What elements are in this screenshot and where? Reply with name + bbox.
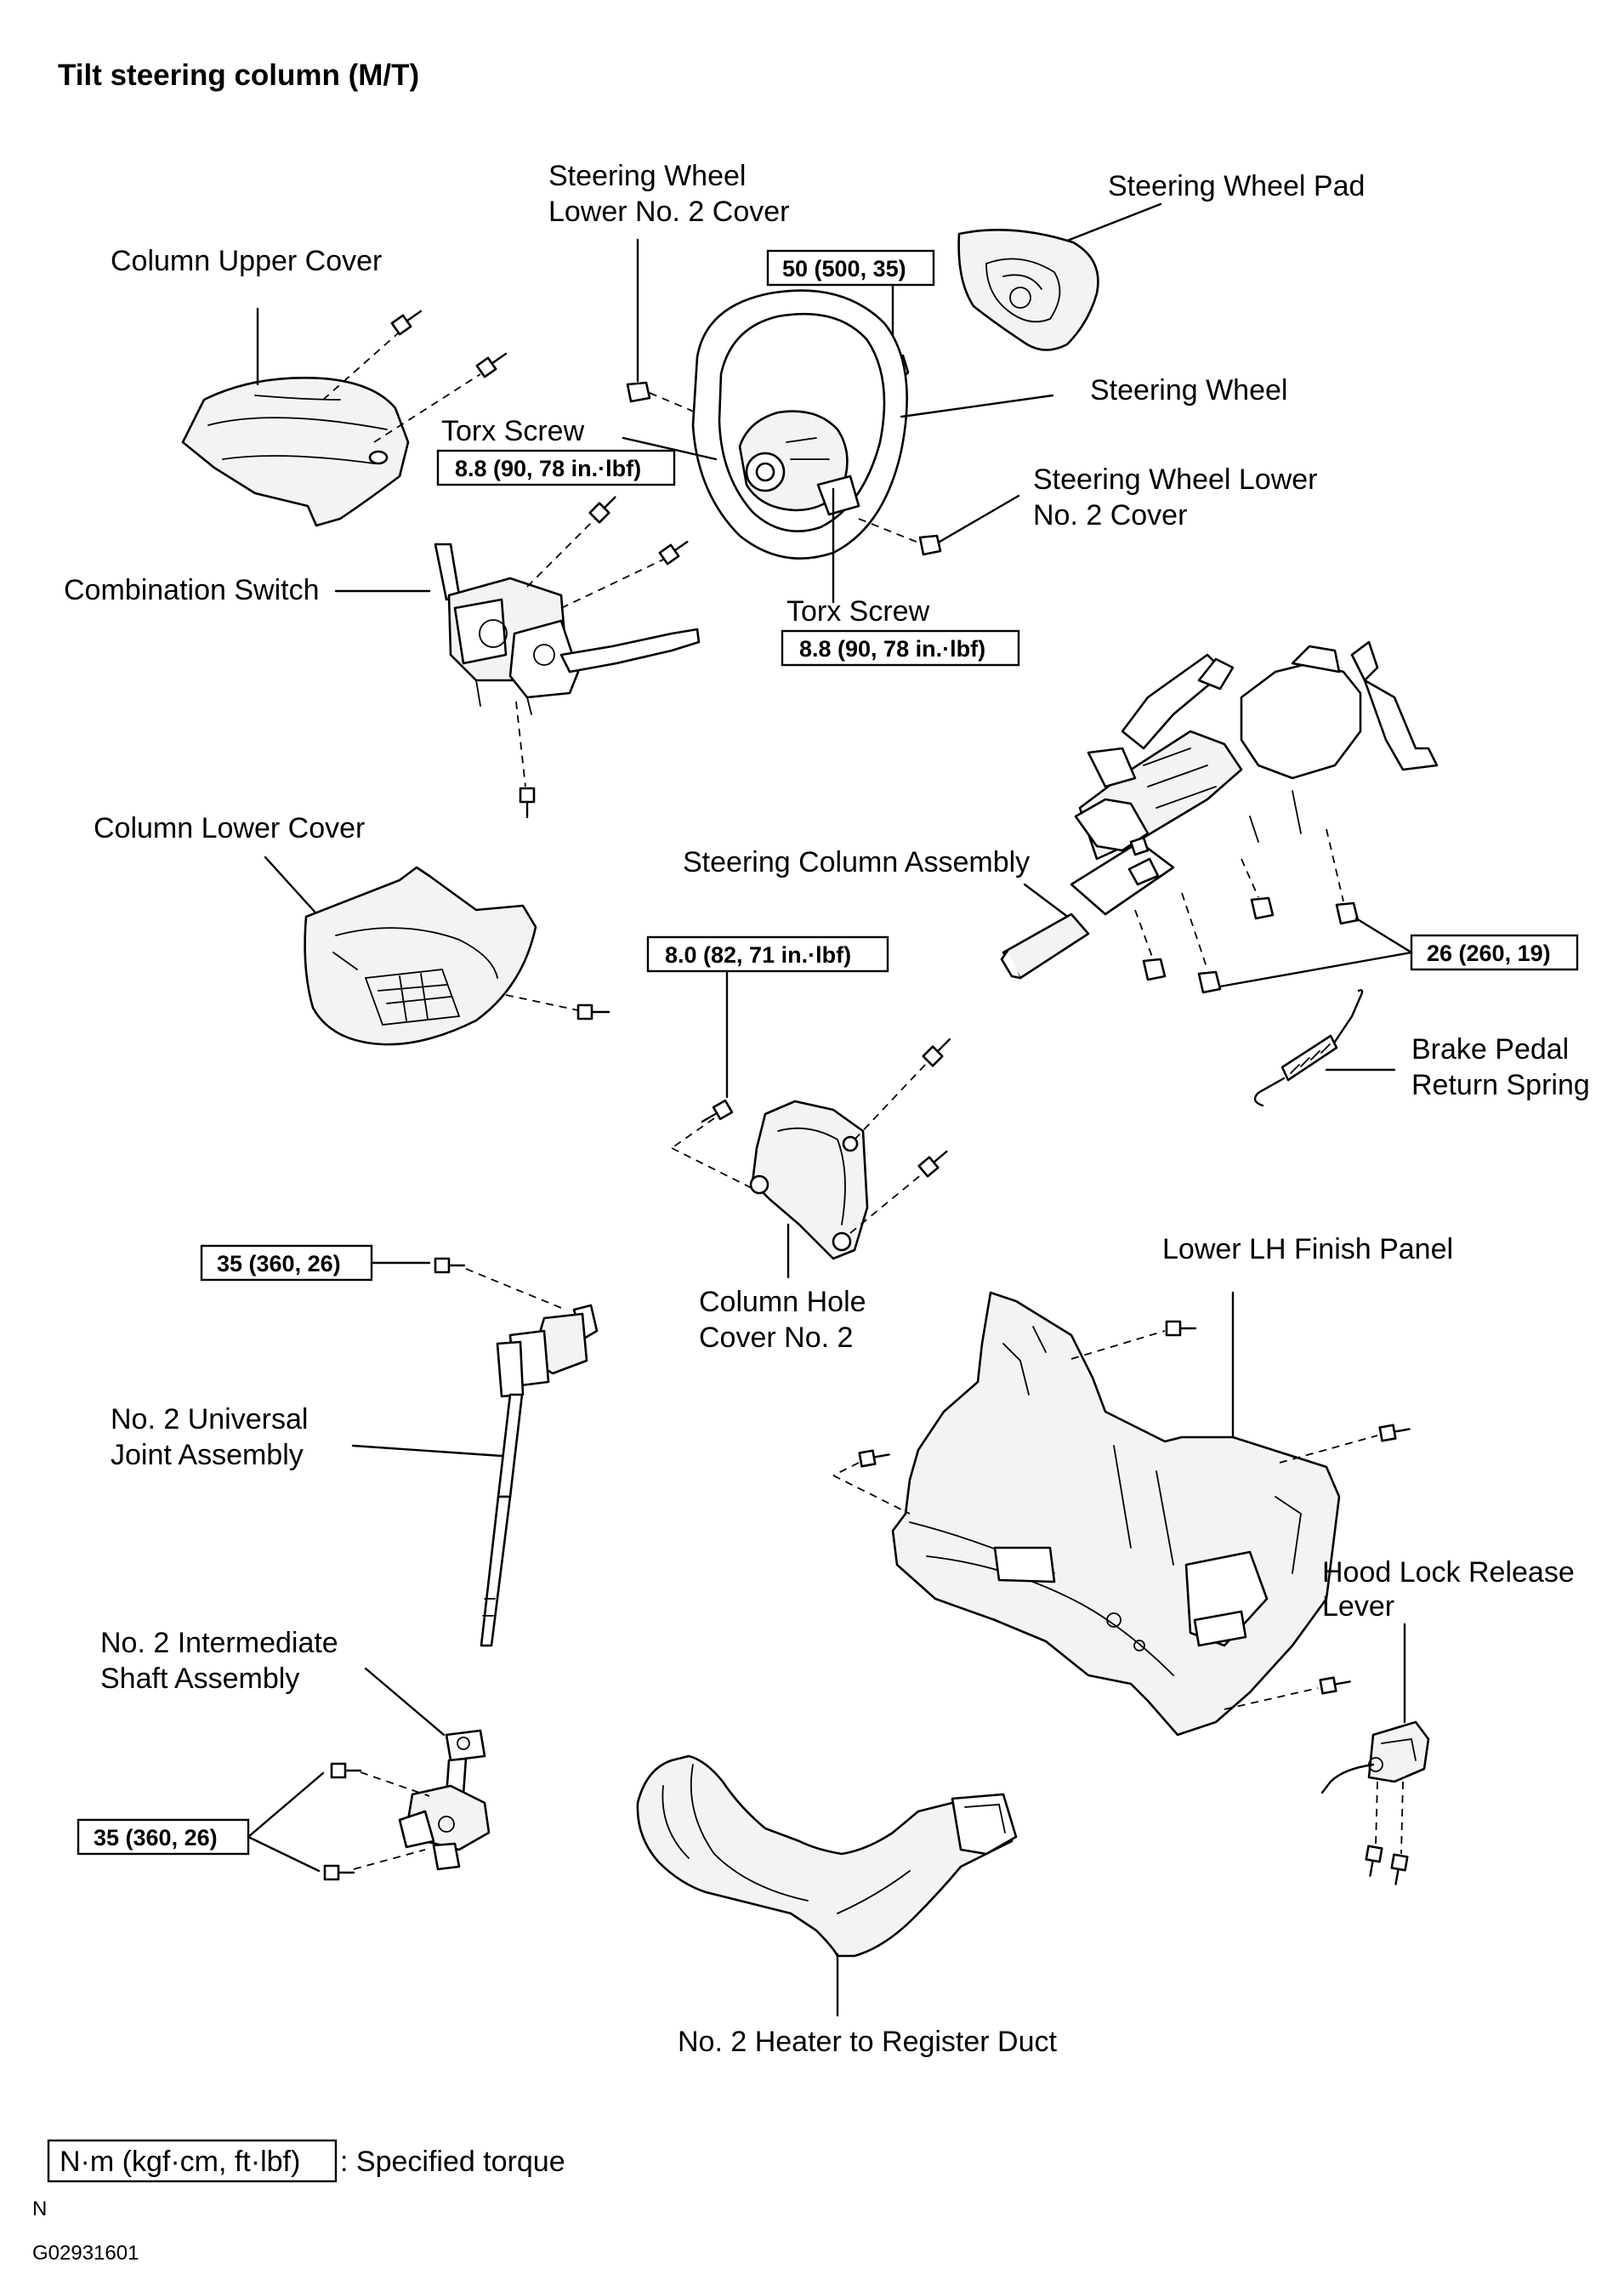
torx-screw-lower-spec: 8.8 (90, 78 in.·lbf) bbox=[799, 636, 985, 662]
column-hole-cover-screws bbox=[849, 1038, 951, 1234]
intermediate-shaft-spec: 35 (360, 26) bbox=[94, 1825, 218, 1850]
steering-wheel-nut-spec-box bbox=[766, 249, 935, 287]
upper-cover-screws bbox=[322, 310, 508, 443]
combination-switch-screws bbox=[515, 496, 689, 819]
column-hole-cover-no2-part bbox=[749, 1100, 869, 1260]
legend-description: : Specified torque bbox=[340, 2146, 565, 2178]
lower-no2-cover-right-leader bbox=[934, 494, 1020, 546]
column-nuts-leader-b bbox=[1218, 951, 1413, 988]
steering-column-assembly-label: Steering Column Assembly bbox=[683, 846, 1030, 878]
steering-wheel-lower-no2-cover-right-line1: Steering Wheel Lower bbox=[1033, 463, 1318, 496]
steering-wheel-pad-label: Steering Wheel Pad bbox=[1108, 170, 1365, 202]
intermediate-shaft-spec-leader-a bbox=[247, 1771, 325, 1839]
universal-joint-spec: 35 (360, 26) bbox=[217, 1251, 341, 1276]
steering-wheel-lower-no2-cover-label-line2: Lower No. 2 Cover bbox=[548, 196, 789, 228]
column-hole-cover-bolt bbox=[671, 1099, 758, 1191]
steering-wheel-leader bbox=[900, 394, 1054, 418]
intermediate-shaft-label-line2: Shaft Assembly bbox=[100, 1663, 299, 1695]
heater-duct-label: No. 2 Heater to Register Duct bbox=[678, 2026, 1058, 2058]
column-assembly-nuts-spec: 26 (260, 19) bbox=[1427, 941, 1551, 966]
column-lower-cover-part bbox=[304, 866, 537, 1046]
column-hole-cover-label-line1: Column Hole bbox=[699, 1286, 866, 1318]
torx-screw-upper-spec-box bbox=[436, 449, 676, 486]
brake-pedal-return-spring-part bbox=[1253, 989, 1364, 1107]
lower-lh-finish-panel-label: Lower LH Finish Panel bbox=[1162, 1233, 1453, 1265]
column-lower-cover-leader bbox=[264, 856, 316, 913]
column-hole-cover-spec: 8.0 (82, 71 in.·lbf) bbox=[665, 942, 851, 968]
lower-no2-cover-clip-top bbox=[626, 381, 711, 419]
universal-joint-leader bbox=[351, 1444, 503, 1458]
steering-wheel-lower-no2-cover-right-line2: No. 2 Cover bbox=[1033, 499, 1187, 532]
no2-intermediate-shaft-part bbox=[398, 1729, 491, 1871]
column-hole-cover-spec-box bbox=[646, 935, 889, 973]
footer-note: N bbox=[32, 2197, 47, 2220]
lower-lh-finish-panel-part bbox=[891, 1291, 1341, 1737]
universal-joint-bolt bbox=[434, 1257, 566, 1310]
intermediate-shaft-label-line1: No. 2 Intermediate bbox=[100, 1627, 338, 1659]
intermediate-shaft-bolts bbox=[323, 1762, 430, 1881]
no2-universal-joint-assembly-part bbox=[480, 1304, 599, 1647]
lower-no2-cover-clip-right bbox=[858, 518, 942, 556]
steering-wheel-lower-no2-cover-label-line1: Steering Wheel bbox=[548, 160, 746, 192]
figure-id: G02931601 bbox=[32, 2242, 139, 2265]
torx-screw-upper-leader bbox=[622, 436, 718, 461]
column-upper-cover-part bbox=[181, 376, 410, 527]
steering-wheel-part bbox=[691, 289, 908, 560]
torx-screw-upper-spec: 8.8 (90, 78 in.·lbf) bbox=[455, 456, 641, 481]
torx-screw-upper-label: Torx Screw bbox=[441, 415, 585, 447]
hood-lock-release-lever-label-line1: Hood Lock Release bbox=[1322, 1556, 1575, 1589]
steering-wheel-pad-part bbox=[957, 229, 1099, 351]
intermediate-shaft-spec-box bbox=[77, 1818, 250, 1856]
combination-switch-part bbox=[434, 543, 701, 715]
hood-lock-release-lever-part bbox=[1320, 1720, 1430, 1794]
universal-joint-label-line2: Joint Assembly bbox=[111, 1439, 304, 1471]
brake-pedal-return-spring-line2: Return Spring bbox=[1411, 1069, 1590, 1101]
hood-lock-screws bbox=[1365, 1781, 1409, 1885]
column-upper-cover-label: Column Upper Cover bbox=[111, 245, 382, 277]
steering-wheel-pad-leader bbox=[1061, 202, 1162, 244]
steering-wheel-nut-spec: 50 (500, 35) bbox=[782, 256, 906, 281]
no2-heater-to-register-duct-part bbox=[636, 1754, 1018, 1958]
torx-screw-lower-spec-box bbox=[781, 629, 1020, 667]
legend-unit-text: N·m (kgf·cm, ft·lbf) bbox=[60, 2146, 300, 2178]
universal-joint-label-line1: No. 2 Universal bbox=[111, 1403, 308, 1435]
combination-switch-label: Combination Switch bbox=[64, 574, 319, 606]
intermediate-shaft-spec-leader-b bbox=[247, 1835, 321, 1873]
column-lower-cover-screw bbox=[505, 994, 610, 1020]
column-lower-cover-label: Column Lower Cover bbox=[94, 812, 365, 844]
legend-unit-box bbox=[47, 2139, 338, 2183]
finish-panel-screws bbox=[832, 1320, 1411, 1710]
steering-column-nuts bbox=[1134, 828, 1360, 994]
torx-screw-lower-label: Torx Screw bbox=[786, 595, 930, 628]
steering-wheel-label: Steering Wheel bbox=[1090, 374, 1287, 406]
hood-lock-release-lever-label-line2: Lever bbox=[1322, 1590, 1394, 1623]
column-nuts-leader-a bbox=[1354, 917, 1413, 954]
brake-pedal-return-spring-line1: Brake Pedal bbox=[1411, 1033, 1569, 1066]
steering-column-assembly-part bbox=[1000, 640, 1439, 980]
diagram-title: Tilt steering column (M/T) bbox=[58, 59, 419, 92]
column-hole-cover-label-line2: Cover No. 2 bbox=[699, 1322, 853, 1354]
intermediate-shaft-leader bbox=[364, 1667, 446, 1737]
